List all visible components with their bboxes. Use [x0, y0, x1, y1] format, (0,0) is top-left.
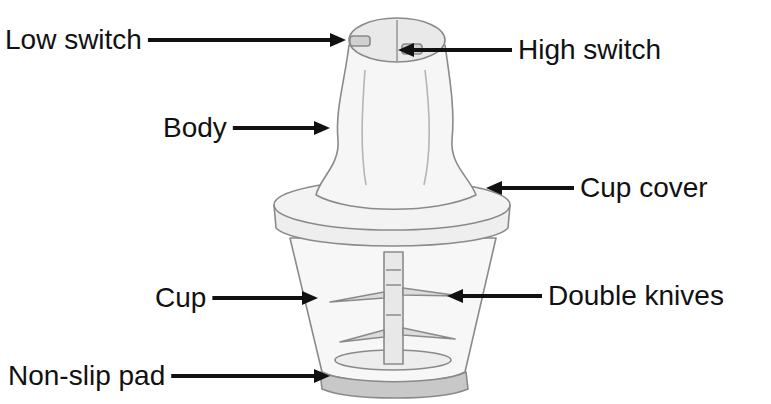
leader-arrow — [171, 369, 330, 383]
leader-line — [414, 48, 512, 52]
cup-shape — [290, 238, 496, 383]
leader-arrow — [148, 33, 346, 47]
knife-shaft — [384, 252, 403, 364]
part-label: Low switch — [5, 24, 142, 56]
shaft-marks — [386, 270, 401, 315]
part-label: Non-slip pad — [8, 360, 165, 392]
leader-arrow — [398, 43, 512, 57]
leader-line — [502, 186, 574, 190]
leader-arrow — [486, 181, 574, 195]
arrow-head — [398, 43, 414, 57]
leader-line — [463, 294, 542, 298]
arrow-head — [314, 121, 330, 135]
leader-arrow — [233, 121, 330, 135]
leader-line — [233, 126, 314, 130]
top-cap — [349, 18, 445, 62]
part-label: High switch — [518, 34, 661, 66]
leader-arrow — [447, 289, 542, 303]
arrow-head — [302, 291, 318, 305]
leader-line — [148, 38, 330, 42]
part-label: Body — [163, 112, 227, 144]
body-shading — [362, 70, 429, 185]
arrow-head — [486, 181, 502, 195]
cap-divider — [396, 20, 398, 62]
leader-line — [171, 374, 314, 378]
arrow-head — [314, 369, 330, 383]
leader-line — [212, 296, 302, 300]
part-label: Cup cover — [580, 172, 708, 204]
pad-shape — [320, 372, 468, 398]
body-shape — [316, 45, 476, 209]
leader-arrow — [212, 291, 318, 305]
arrow-head — [447, 289, 463, 303]
arrow-head — [330, 33, 346, 47]
part-label: Double knives — [548, 280, 724, 312]
part-label: Cup — [155, 282, 206, 314]
low-switch-button — [350, 36, 370, 46]
